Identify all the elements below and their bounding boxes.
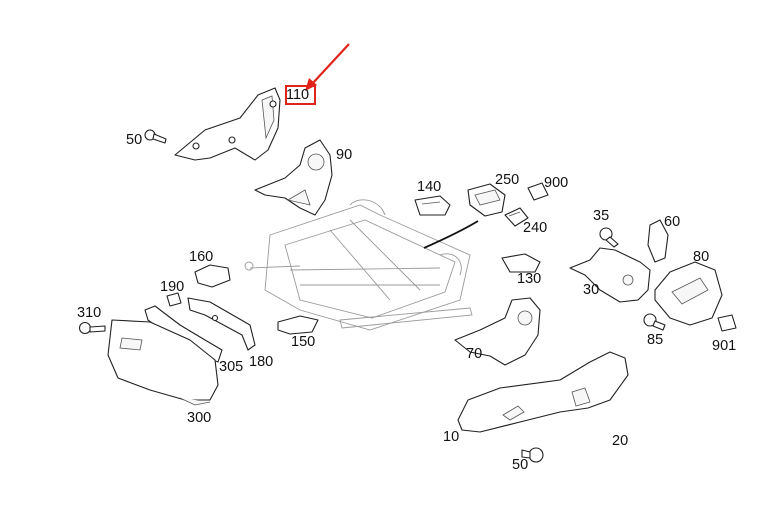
part-900-plug xyxy=(527,182,549,201)
label-35: 35 xyxy=(593,208,610,224)
part-50-screw-bottom xyxy=(521,447,544,463)
label-20: 20 xyxy=(612,433,629,449)
label-150: 150 xyxy=(291,334,316,350)
label-300: 300 xyxy=(187,410,212,426)
part-300-cover xyxy=(107,319,219,406)
part-180-rail xyxy=(187,297,256,351)
highlight-arrow xyxy=(305,43,350,91)
label-240: 240 xyxy=(523,220,548,236)
label-70: 70 xyxy=(466,346,483,362)
part-85-screw xyxy=(643,313,666,331)
part-90-recliner xyxy=(254,139,333,216)
part-70-recliner xyxy=(454,297,541,366)
part-901-plug xyxy=(717,314,737,332)
label-180: 180 xyxy=(249,354,274,370)
label-305: 305 xyxy=(219,359,244,375)
label-85: 85 xyxy=(647,332,664,348)
part-80-cover xyxy=(654,261,723,326)
label-140: 140 xyxy=(417,179,442,195)
part-110-bracket xyxy=(174,87,281,161)
label-80: 80 xyxy=(693,249,710,265)
part-30-mechanism xyxy=(569,247,651,303)
label-90: 90 xyxy=(336,147,353,163)
label-110: 110 xyxy=(286,87,310,103)
part-250-module xyxy=(467,183,506,217)
cable xyxy=(423,220,479,249)
label-50-top: 50 xyxy=(126,132,143,148)
part-130-bracket xyxy=(501,253,541,273)
label-130: 130 xyxy=(517,271,542,287)
label-190: 190 xyxy=(160,279,185,295)
part-140-bracket xyxy=(414,195,451,216)
part-35-screw xyxy=(599,227,619,248)
label-160: 160 xyxy=(189,249,214,265)
part-150-bracket xyxy=(277,315,319,335)
label-10: 10 xyxy=(443,429,460,445)
part-50-screw-top xyxy=(144,129,167,144)
label-901: 901 xyxy=(712,338,737,354)
seat-frame xyxy=(244,199,473,331)
part-160-clip xyxy=(194,264,231,288)
part-190-pin xyxy=(166,292,182,307)
label-250: 250 xyxy=(495,172,520,188)
label-50-bottom: 50 xyxy=(512,457,529,473)
part-60-clip xyxy=(647,219,669,263)
part-240-connector xyxy=(504,207,529,227)
part-310-bolt xyxy=(78,321,106,335)
label-900: 900 xyxy=(544,175,569,191)
part-10-20-side-trim xyxy=(457,351,629,433)
label-60: 60 xyxy=(664,214,681,230)
label-310: 310 xyxy=(77,305,102,321)
label-30: 30 xyxy=(583,282,600,298)
